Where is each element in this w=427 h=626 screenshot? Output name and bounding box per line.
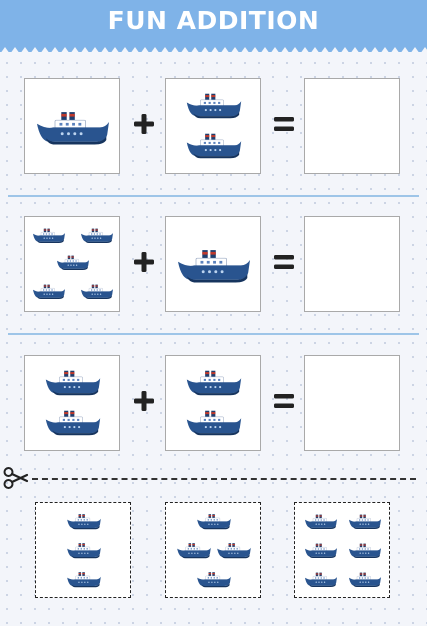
answer-card[interactable]: [35, 502, 131, 598]
equation-row: [0, 74, 427, 178]
ship-icon: [217, 543, 251, 559]
page-title: FUN ADDITION: [107, 6, 320, 35]
addend-box-right: [165, 78, 261, 174]
header-wave-border: [0, 47, 427, 54]
ship-icon: [186, 370, 242, 396]
ship-icon: [33, 228, 65, 243]
equation-row: [0, 212, 427, 316]
ship-icon: [81, 284, 113, 299]
ship-icon: [349, 514, 381, 529]
ship-icon: [178, 250, 250, 283]
plus-icon: [134, 250, 154, 274]
ship-icon: [81, 228, 113, 243]
ship-icon: [197, 514, 231, 530]
ship-icon: [177, 543, 211, 559]
addend-box-left: [24, 78, 120, 174]
row-divider: [8, 333, 419, 335]
ship-icon: [67, 543, 101, 559]
answer-card[interactable]: [294, 502, 390, 598]
addend-box-left: [24, 216, 120, 312]
ship-icon: [305, 572, 337, 587]
ship-icon: [305, 514, 337, 529]
ship-icon: [305, 543, 337, 558]
ship-icon: [349, 543, 381, 558]
ship-icon: [186, 93, 242, 119]
ship-icon: [197, 572, 231, 588]
cut-line: [32, 478, 416, 480]
addend-box-right: [165, 216, 261, 312]
addend-box-left: [24, 355, 120, 451]
ship-icon: [186, 410, 242, 436]
ship-icon: [349, 572, 381, 587]
answer-card[interactable]: [165, 502, 261, 598]
scissors-icon: [3, 467, 29, 489]
addend-box-right: [165, 355, 261, 451]
ship-icon: [57, 255, 89, 270]
row-divider: [8, 195, 419, 197]
ship-icon: [186, 133, 242, 159]
equals-icon: [274, 389, 294, 413]
answer-box[interactable]: [304, 78, 400, 174]
ship-icon: [45, 410, 101, 436]
equation-row: [0, 351, 427, 455]
ship-icon: [45, 370, 101, 396]
plus-icon: [134, 389, 154, 413]
ship-icon: [37, 112, 109, 145]
answer-box[interactable]: [304, 216, 400, 312]
plus-icon: [134, 112, 154, 136]
ship-icon: [67, 514, 101, 530]
ship-icon: [33, 284, 65, 299]
answer-box[interactable]: [304, 355, 400, 451]
equals-icon: [274, 112, 294, 136]
header-banner: FUN ADDITION: [0, 0, 427, 54]
ship-icon: [67, 572, 101, 588]
equals-icon: [274, 250, 294, 274]
